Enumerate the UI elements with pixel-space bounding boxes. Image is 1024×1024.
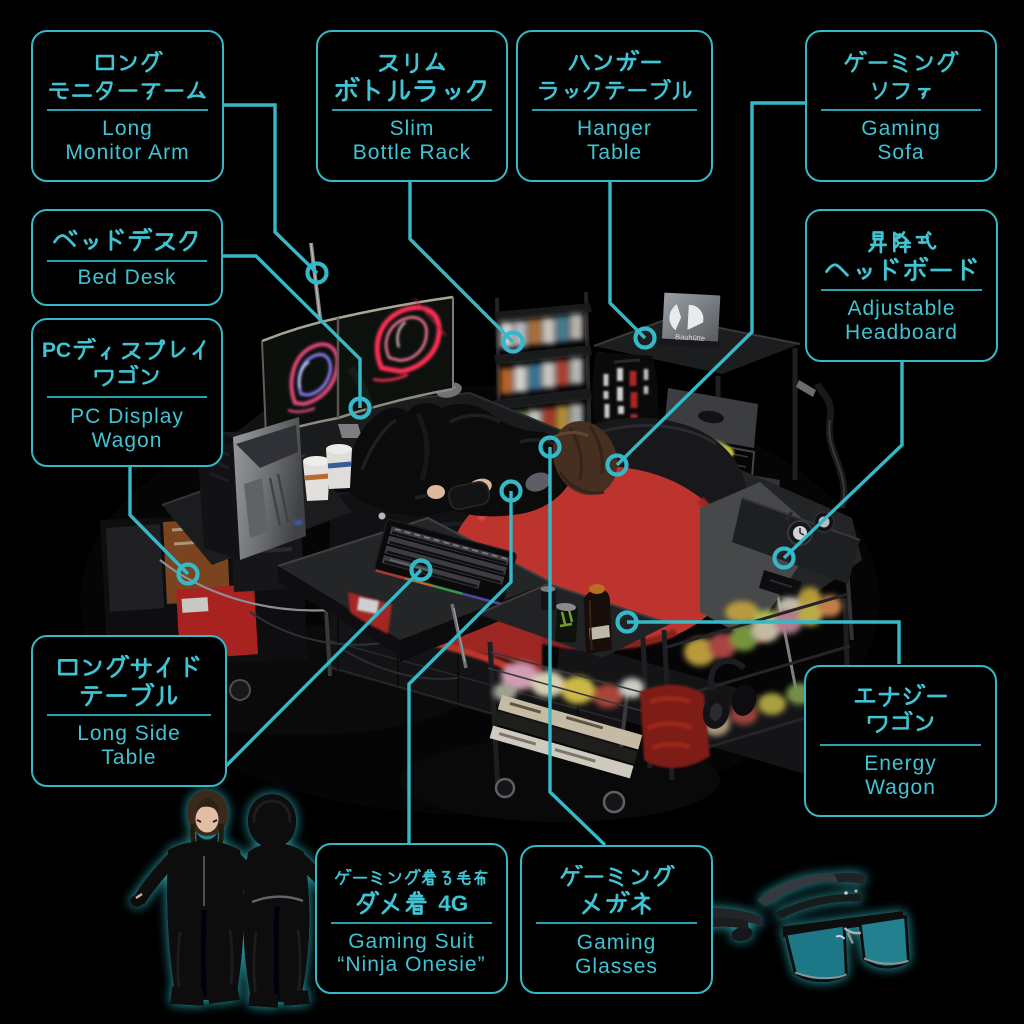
svg-text:4G: 4G	[438, 891, 468, 916]
svg-text:PC: PC	[42, 339, 71, 362]
svg-text:Bauhütte: Bauhütte	[675, 332, 705, 343]
